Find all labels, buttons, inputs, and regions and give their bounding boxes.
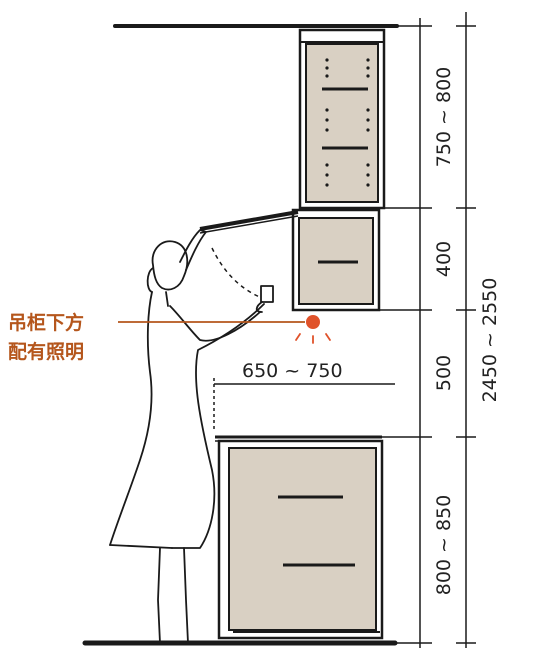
base-cabinet-door <box>228 447 377 631</box>
person-figure <box>109 229 274 644</box>
dim-counter-depth: 650 ~ 750 <box>242 360 343 382</box>
dim-total: 2450 ~ 2550 <box>479 278 501 403</box>
wall-cabinet-upper-door <box>305 43 379 203</box>
shelf-pins <box>325 58 370 187</box>
dim-upper-top: 750 ~ 800 <box>433 67 455 168</box>
ceiling-and-floor <box>82 24 399 646</box>
counter-depth-dimension <box>213 378 395 430</box>
note-line-1: 吊柜下方 <box>8 311 84 334</box>
vertical-dimension-chain <box>380 18 432 648</box>
note-line-2: 配有照明 <box>8 340 84 363</box>
total-height-dimension <box>456 12 476 648</box>
wall-cabinet-lower <box>291 208 381 312</box>
under-cabinet-light <box>295 315 331 344</box>
dim-base: 800 ~ 850 <box>433 495 455 596</box>
lift-up-door <box>199 210 299 299</box>
dim-gap: 500 <box>433 355 455 391</box>
dim-upper-bottom: 400 <box>433 241 455 277</box>
wall-cabinet-upper <box>298 28 386 210</box>
light-icon <box>306 315 320 329</box>
base-cabinet <box>217 439 384 640</box>
